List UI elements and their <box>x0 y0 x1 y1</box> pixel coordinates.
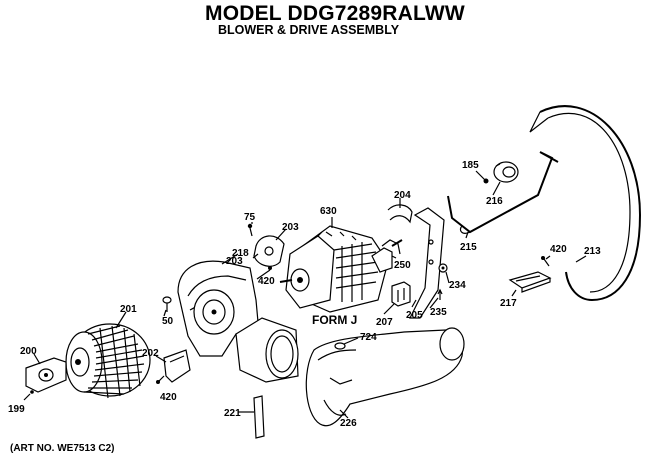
part-label-420-right: 420 <box>550 244 567 255</box>
bracket-202 <box>156 349 191 384</box>
motor-bracket <box>409 207 445 319</box>
part-label-215: 215 <box>460 242 477 253</box>
part-label-204: 204 <box>394 190 411 201</box>
drive-motor <box>279 225 403 313</box>
blower-outlet-duct <box>235 317 299 383</box>
part-label-235: 235 <box>430 307 447 318</box>
drum-belt <box>529 105 642 302</box>
part-label-203-top: 203 <box>282 222 299 233</box>
part-label-213: 213 <box>584 246 601 257</box>
part-label-203-left: 203 <box>226 256 243 267</box>
part-221 <box>253 395 265 439</box>
page-subtitle: BLOWER & DRIVE ASSEMBLY <box>218 23 400 37</box>
leader-lines <box>33 170 587 419</box>
motor-switch <box>391 281 411 307</box>
part-label-200: 200 <box>20 346 37 357</box>
part-label-724: 724 <box>360 332 377 343</box>
screw-235 <box>437 288 443 300</box>
blower-bracket <box>23 357 67 401</box>
part-label-202: 202 <box>142 348 159 359</box>
part-label-50: 50 <box>162 316 174 327</box>
clip-204 <box>387 204 413 224</box>
part-label-226: 226 <box>340 418 357 429</box>
page-title: MODEL DDG7289RALWW <box>205 2 465 25</box>
part-label-218: 218 <box>232 248 249 259</box>
part-label-201: 201 <box>120 304 137 315</box>
part-label-234: 234 <box>449 280 466 291</box>
blower-wheel <box>65 323 151 399</box>
part-label-199: 199 <box>8 404 25 415</box>
part-label-420-motor: 420 <box>258 276 275 287</box>
screw-50 <box>162 296 172 312</box>
part-label-250: 250 <box>394 260 411 271</box>
part-label-216-pulley: 216 <box>486 196 503 207</box>
exhaust-duct <box>305 327 465 427</box>
part-label-185: 185 <box>462 160 479 171</box>
form-label: FORM J <box>312 313 357 327</box>
screw-420-right <box>541 256 550 267</box>
screw-234 <box>438 263 448 273</box>
part-label-217: 217 <box>500 298 517 309</box>
part-label-221: 221 <box>224 408 241 419</box>
part-label-207: 207 <box>376 317 393 328</box>
part-labels: 75 203 203 420 630 204 185 216 215 420 2… <box>8 160 601 429</box>
art-number: (ART NO. WE7513 C2) <box>10 443 115 454</box>
bracket-217 <box>508 271 552 293</box>
part-label-630: 630 <box>320 206 337 217</box>
part-label-75: 75 <box>244 212 256 223</box>
idler-pulley <box>493 161 519 183</box>
bearing-bracket <box>247 223 285 270</box>
part-label-205: 205 <box>406 310 423 321</box>
part-label-420-left: 420 <box>160 392 177 403</box>
